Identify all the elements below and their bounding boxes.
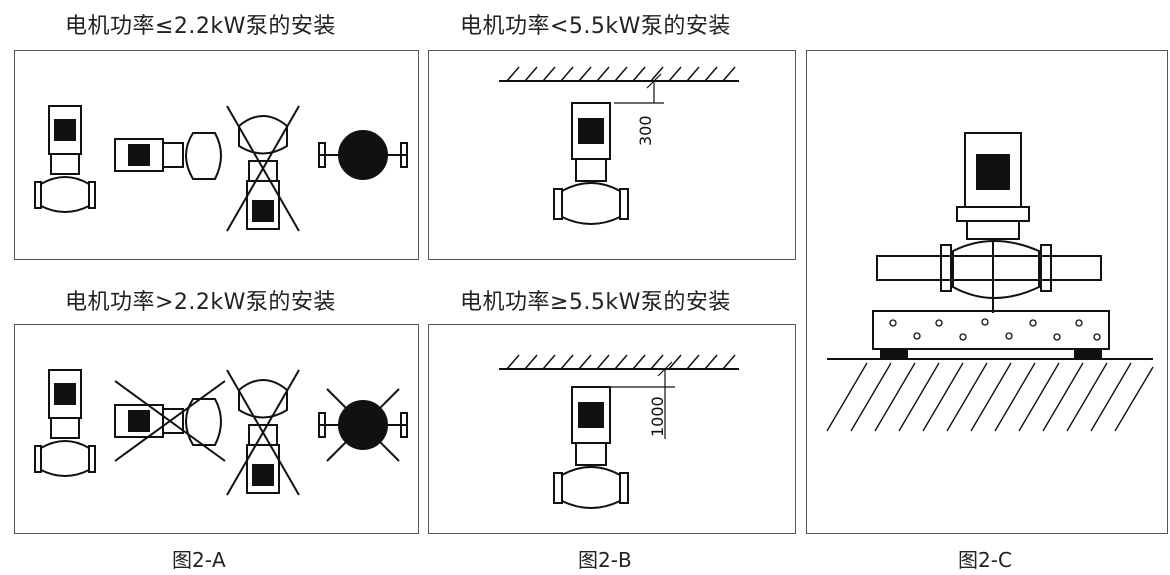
pump-top-view-crossed-icon: [318, 388, 408, 462]
figure-label-b: 图2-B: [578, 548, 632, 572]
diagram-pump-orientations-large: [34, 369, 408, 496]
diagram-pump-ceiling-clearance-300: 300: [499, 66, 739, 225]
pipe: [876, 255, 1102, 281]
figure-label-a: 图2-A: [172, 548, 226, 572]
pump-vertical-icon: [553, 102, 629, 225]
ceiling-hatch: [506, 66, 736, 82]
panel-b-top: 300: [428, 50, 796, 260]
diagram-pump-on-concrete-base: [826, 132, 1154, 432]
caption-motor-ge-5.5kw: 电机功率≥5.5kW泵的安装: [460, 290, 731, 315]
caption-motor-gt-2.2kw: 电机功率>2.2kW泵的安装: [65, 290, 336, 315]
pump-horizontal-icon: [114, 132, 222, 180]
concrete-base: [872, 310, 1110, 350]
panel-b-bottom: 1000: [428, 324, 796, 534]
concrete-pattern: [889, 318, 1101, 341]
dimension-1000: 1000: [648, 396, 667, 437]
pump-vertical-icon: [34, 369, 96, 477]
ground-hatch: [826, 362, 1154, 432]
caption-motor-lt-5.5kw: 电机功率<5.5kW泵的安装: [460, 14, 731, 39]
figure-label-c: 图2-C: [958, 548, 1012, 572]
diagram-pump-ceiling-clearance-1000: 1000: [499, 354, 739, 509]
pump-vertical-icon: [553, 386, 629, 509]
panel-c: [806, 50, 1168, 534]
diagram-pump-orientations-small: [34, 105, 408, 232]
panel-a-bottom: [14, 324, 419, 534]
pump-vertical-icon: [34, 105, 96, 213]
pump-inverted-crossed-icon: [226, 369, 300, 496]
ceiling-hatch: [506, 354, 736, 370]
panel-a-top: [14, 50, 419, 260]
pump-casing: [952, 240, 1040, 299]
pump-top-view-icon: [318, 130, 408, 180]
pump-horizontal-crossed-icon: [114, 380, 226, 462]
caption-motor-le-2.2kw: 电机功率≤2.2kW泵的安装: [65, 14, 336, 39]
pump-inverted-crossed-icon: [226, 105, 300, 232]
dimension-300: 300: [636, 115, 655, 146]
